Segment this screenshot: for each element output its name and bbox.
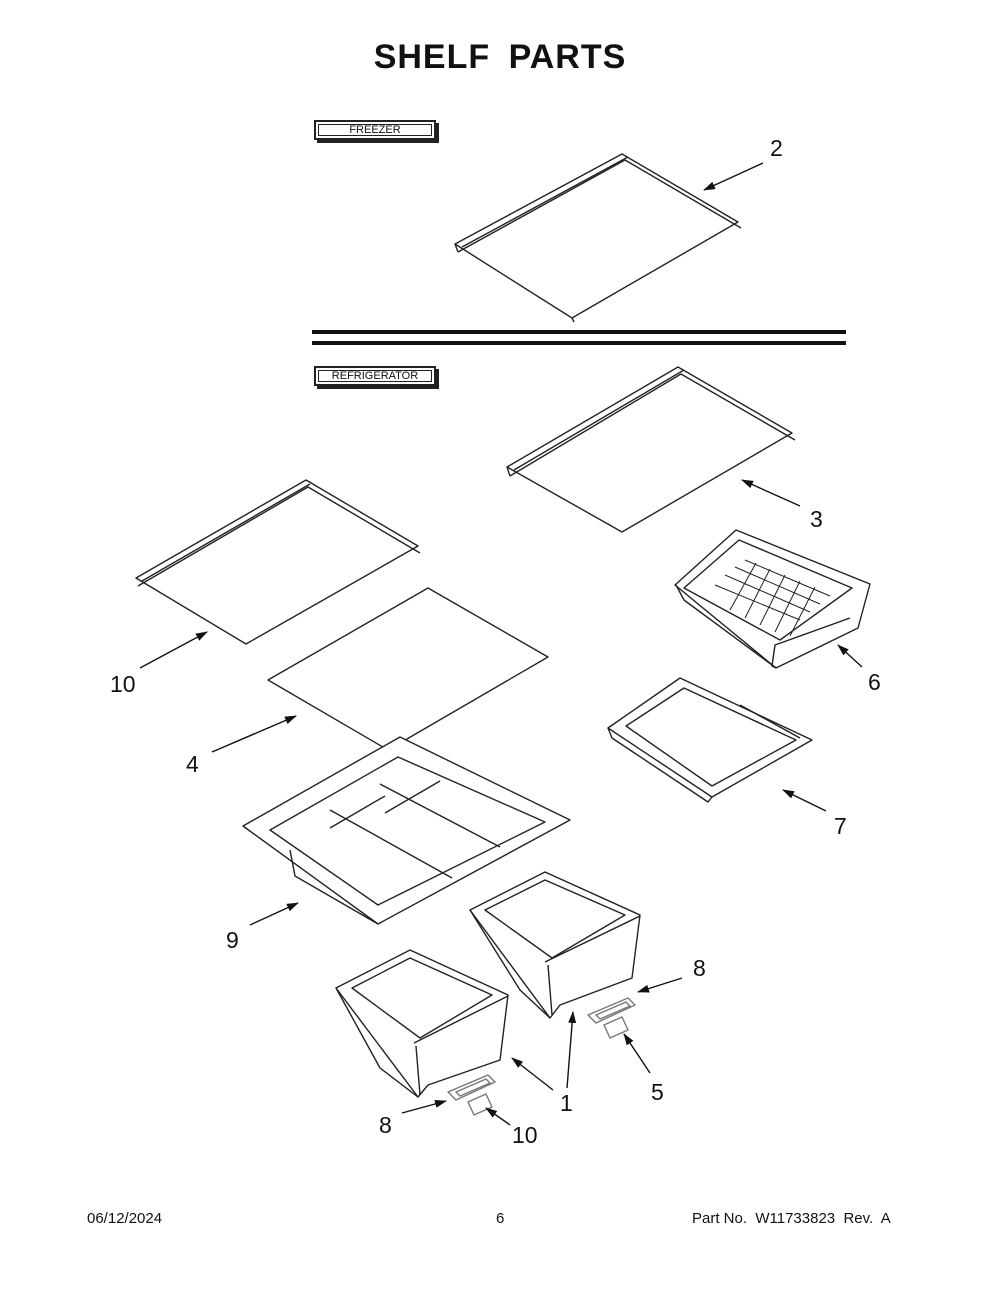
crisper-drawer-right-part bbox=[469, 871, 641, 1019]
refrigerator-section-label: REFRIGERATOR bbox=[314, 366, 436, 386]
leader-arrow-7 bbox=[782, 789, 827, 812]
freezer-shelf-part bbox=[454, 153, 742, 323]
callout-10-bottom: 10 bbox=[512, 1122, 538, 1148]
leader-arrow-10-bottom bbox=[485, 1107, 511, 1126]
callout-7: 7 bbox=[834, 813, 847, 839]
leader-arrow-5 bbox=[623, 1033, 651, 1074]
leader-arrow-4 bbox=[211, 715, 297, 753]
callout-10-top: 10 bbox=[110, 671, 136, 697]
left-glass-shelf-part bbox=[135, 479, 421, 645]
callout-2: 2 bbox=[770, 135, 783, 161]
drawer-cover-part bbox=[607, 677, 813, 803]
crisper-frame-part bbox=[242, 736, 571, 925]
crisper-drawer-left-part bbox=[335, 949, 509, 1098]
footer-part-number: Part No. W11733823 Rev. A bbox=[692, 1210, 891, 1227]
accessory-bracket-part-2 bbox=[467, 1093, 493, 1116]
leader-arrow-1-right bbox=[566, 1011, 577, 1089]
footer-date: 06/12/2024 bbox=[87, 1210, 163, 1227]
callout-4: 4 bbox=[186, 751, 199, 777]
callout-8-right: 8 bbox=[693, 955, 706, 981]
section-divider-top bbox=[312, 330, 846, 334]
leader-arrow-8-right bbox=[637, 977, 683, 993]
leader-arrow-6 bbox=[837, 644, 863, 668]
callout-3: 3 bbox=[810, 506, 823, 532]
callout-8-left: 8 bbox=[379, 1112, 392, 1138]
callout-1: 1 bbox=[560, 1090, 573, 1116]
callout-5: 5 bbox=[651, 1079, 664, 1105]
refrigerator-top-shelf-part bbox=[506, 366, 796, 533]
deli-drawer-part bbox=[674, 529, 871, 669]
callout-6: 6 bbox=[868, 669, 881, 695]
leader-arrow-2 bbox=[703, 162, 764, 191]
leader-arrow-10-top bbox=[139, 631, 208, 669]
page-title: SHELF PARTS bbox=[373, 38, 627, 76]
accessory-clip-part-1 bbox=[587, 997, 636, 1024]
section-divider-bottom bbox=[312, 341, 846, 345]
leader-arrow-8-left bbox=[401, 1100, 447, 1114]
leader-arrow-9 bbox=[249, 902, 299, 926]
leader-arrow-3 bbox=[741, 479, 801, 507]
leader-arrow-1-left bbox=[511, 1057, 554, 1091]
callout-9: 9 bbox=[226, 927, 239, 953]
crisper-cover-glass-part bbox=[267, 587, 549, 751]
freezer-section-label: FREEZER bbox=[314, 120, 436, 140]
accessory-clip-part-2 bbox=[447, 1074, 496, 1101]
footer-page-number: 6 bbox=[496, 1210, 505, 1227]
accessory-bracket-part-1 bbox=[603, 1016, 629, 1039]
